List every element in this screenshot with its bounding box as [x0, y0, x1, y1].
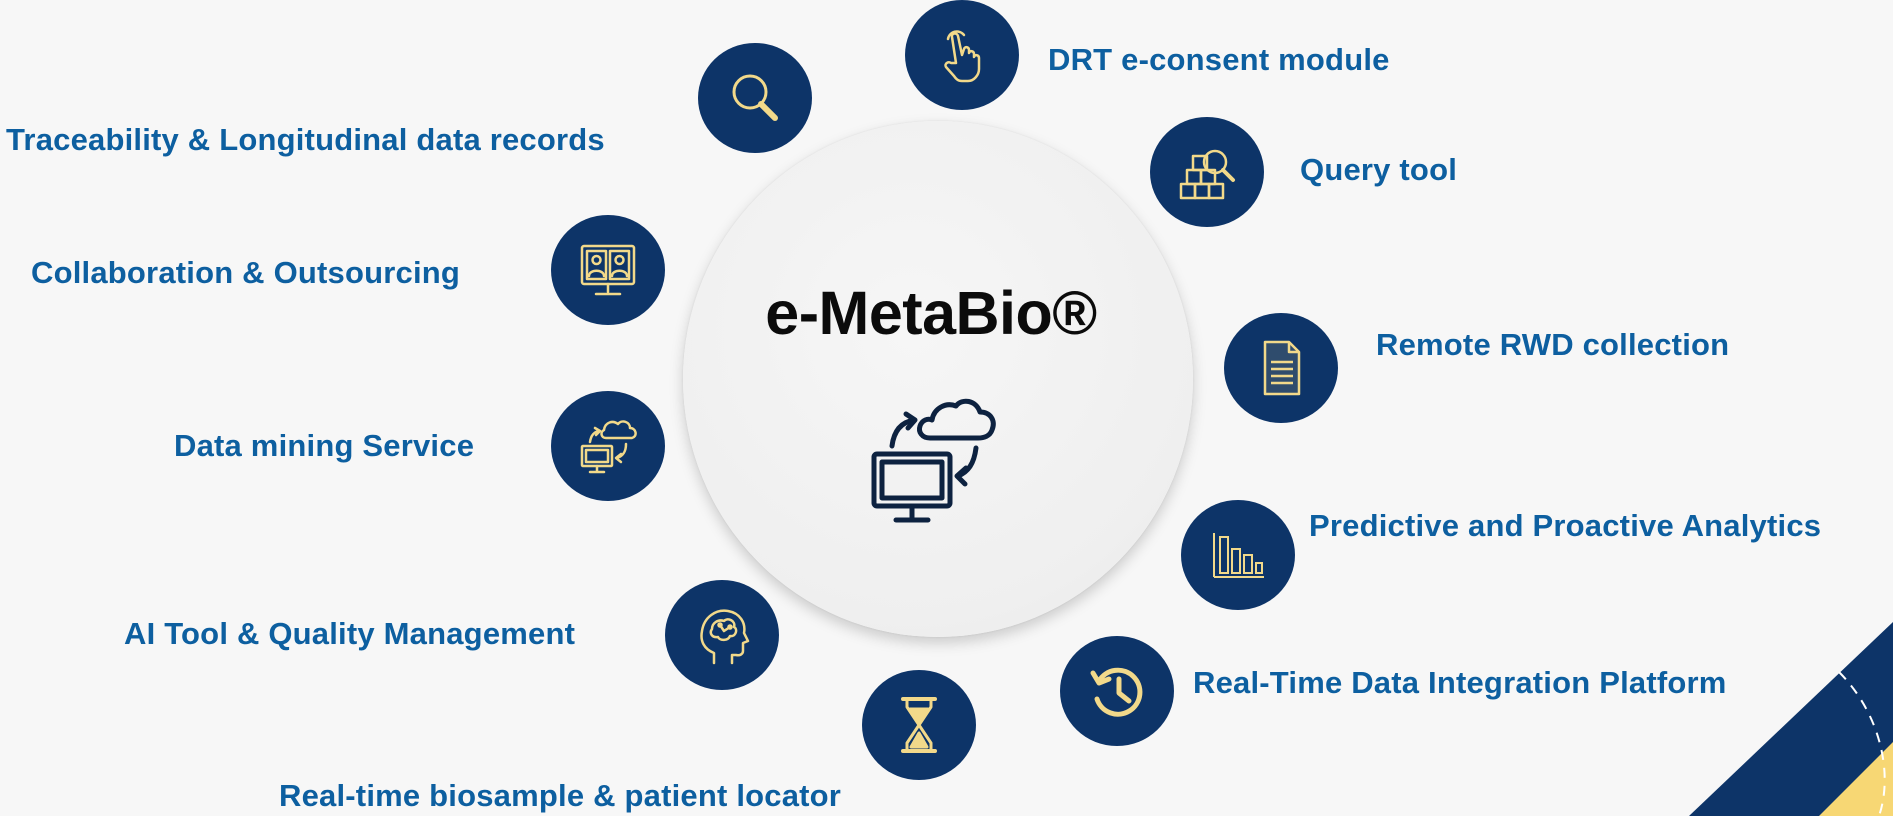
realtime-integration-label: Real-Time Data Integration Platform [1193, 665, 1727, 700]
history-clock-icon [1090, 667, 1143, 717]
traceability-label: Traceability & Longitudinal data records [6, 122, 605, 157]
hub-title: e-MetaBio® [765, 279, 1097, 347]
traceability-node [698, 43, 812, 153]
brain-head-icon [700, 609, 750, 665]
drt-econsent-node [905, 0, 1019, 110]
data-mining-node [551, 391, 665, 501]
remote-rwd-label: Remote RWD collection [1376, 327, 1730, 362]
ai-tool-label: AI Tool & Quality Management [124, 616, 576, 651]
hourglass-icon [901, 697, 937, 753]
computer-cloud-sync-icon [871, 398, 996, 523]
touch-hand-icon [944, 30, 981, 83]
collaboration-node [551, 215, 665, 325]
collaboration-label: Collaboration & Outsourcing [31, 255, 461, 290]
query-tool-node [1150, 117, 1264, 227]
realtime-integration-node [1060, 636, 1174, 746]
ai-tool-node [665, 580, 779, 690]
boxes-search-icon [1179, 149, 1235, 200]
video-conference-icon [580, 244, 636, 296]
document-icon [1263, 340, 1301, 396]
predictive-node [1181, 500, 1295, 610]
hub-circle [683, 121, 1193, 637]
biosample-locator-label: Real-time biosample & patient locator [279, 778, 842, 813]
bar-chart-icon [1213, 533, 1264, 578]
biosample-locator-node [862, 670, 976, 780]
magnifier-icon [732, 74, 778, 121]
data-mining-label: Data mining Service [174, 428, 475, 463]
remote-rwd-node [1224, 313, 1338, 423]
query-tool-label: Query tool [1300, 152, 1458, 187]
corner-decoration [1689, 622, 1893, 816]
predictive-label: Predictive and Proactive Analytics [1309, 508, 1822, 543]
computer-cloud-sync-icon [580, 420, 637, 474]
drt-econsent-label: DRT e-consent module [1048, 42, 1390, 77]
